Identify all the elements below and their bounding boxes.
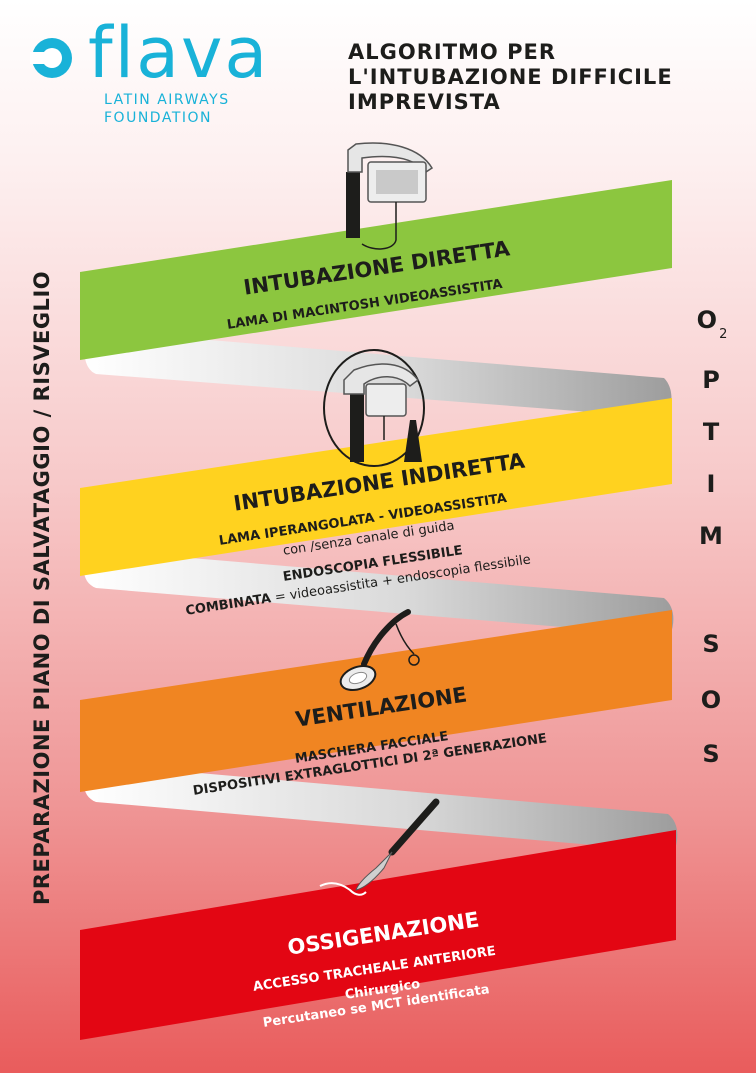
side-label: PREPARAZIONE PIANO DI SALVATAGGIO / RISV… (30, 270, 54, 905)
logo-subtitle-line1: LATIN AIRWAYS (104, 92, 230, 108)
right-letter-i: I (706, 470, 716, 498)
band-red (80, 830, 676, 1040)
band-green (80, 180, 672, 360)
scalpel-icon (319, 798, 440, 896)
laryngeal-mask-icon (339, 609, 420, 692)
right-letter-s2: S (702, 740, 720, 768)
subscript-2: 2 (719, 327, 728, 342)
right-letter-m: M (699, 522, 723, 550)
connector-3 (84, 764, 678, 852)
band-yellow (80, 398, 672, 576)
videolaryngoscope-macintosh-icon (346, 142, 434, 250)
logo-subtitle-line2: FOUNDATION (104, 110, 212, 126)
band-orange (80, 610, 672, 792)
connector-2 (84, 550, 674, 636)
title-line-3: IMPREVISTA (348, 90, 501, 114)
title-line-2: L'INTUBAZIONE DIFFICILE (348, 65, 673, 89)
title-line-1: ALGORITMO PER (348, 40, 556, 64)
logo-wordmark: flava (88, 12, 270, 94)
right-letter-o2: O (700, 686, 722, 714)
hyperangulated-videolaryngoscope-fiberscope-icon (323, 349, 425, 467)
right-letter-o: O2 (696, 306, 728, 342)
logo-mark (30, 38, 72, 78)
right-letter-p: P (702, 366, 720, 394)
right-letter-t: T (702, 418, 720, 446)
right-letter-s: S (702, 630, 720, 658)
